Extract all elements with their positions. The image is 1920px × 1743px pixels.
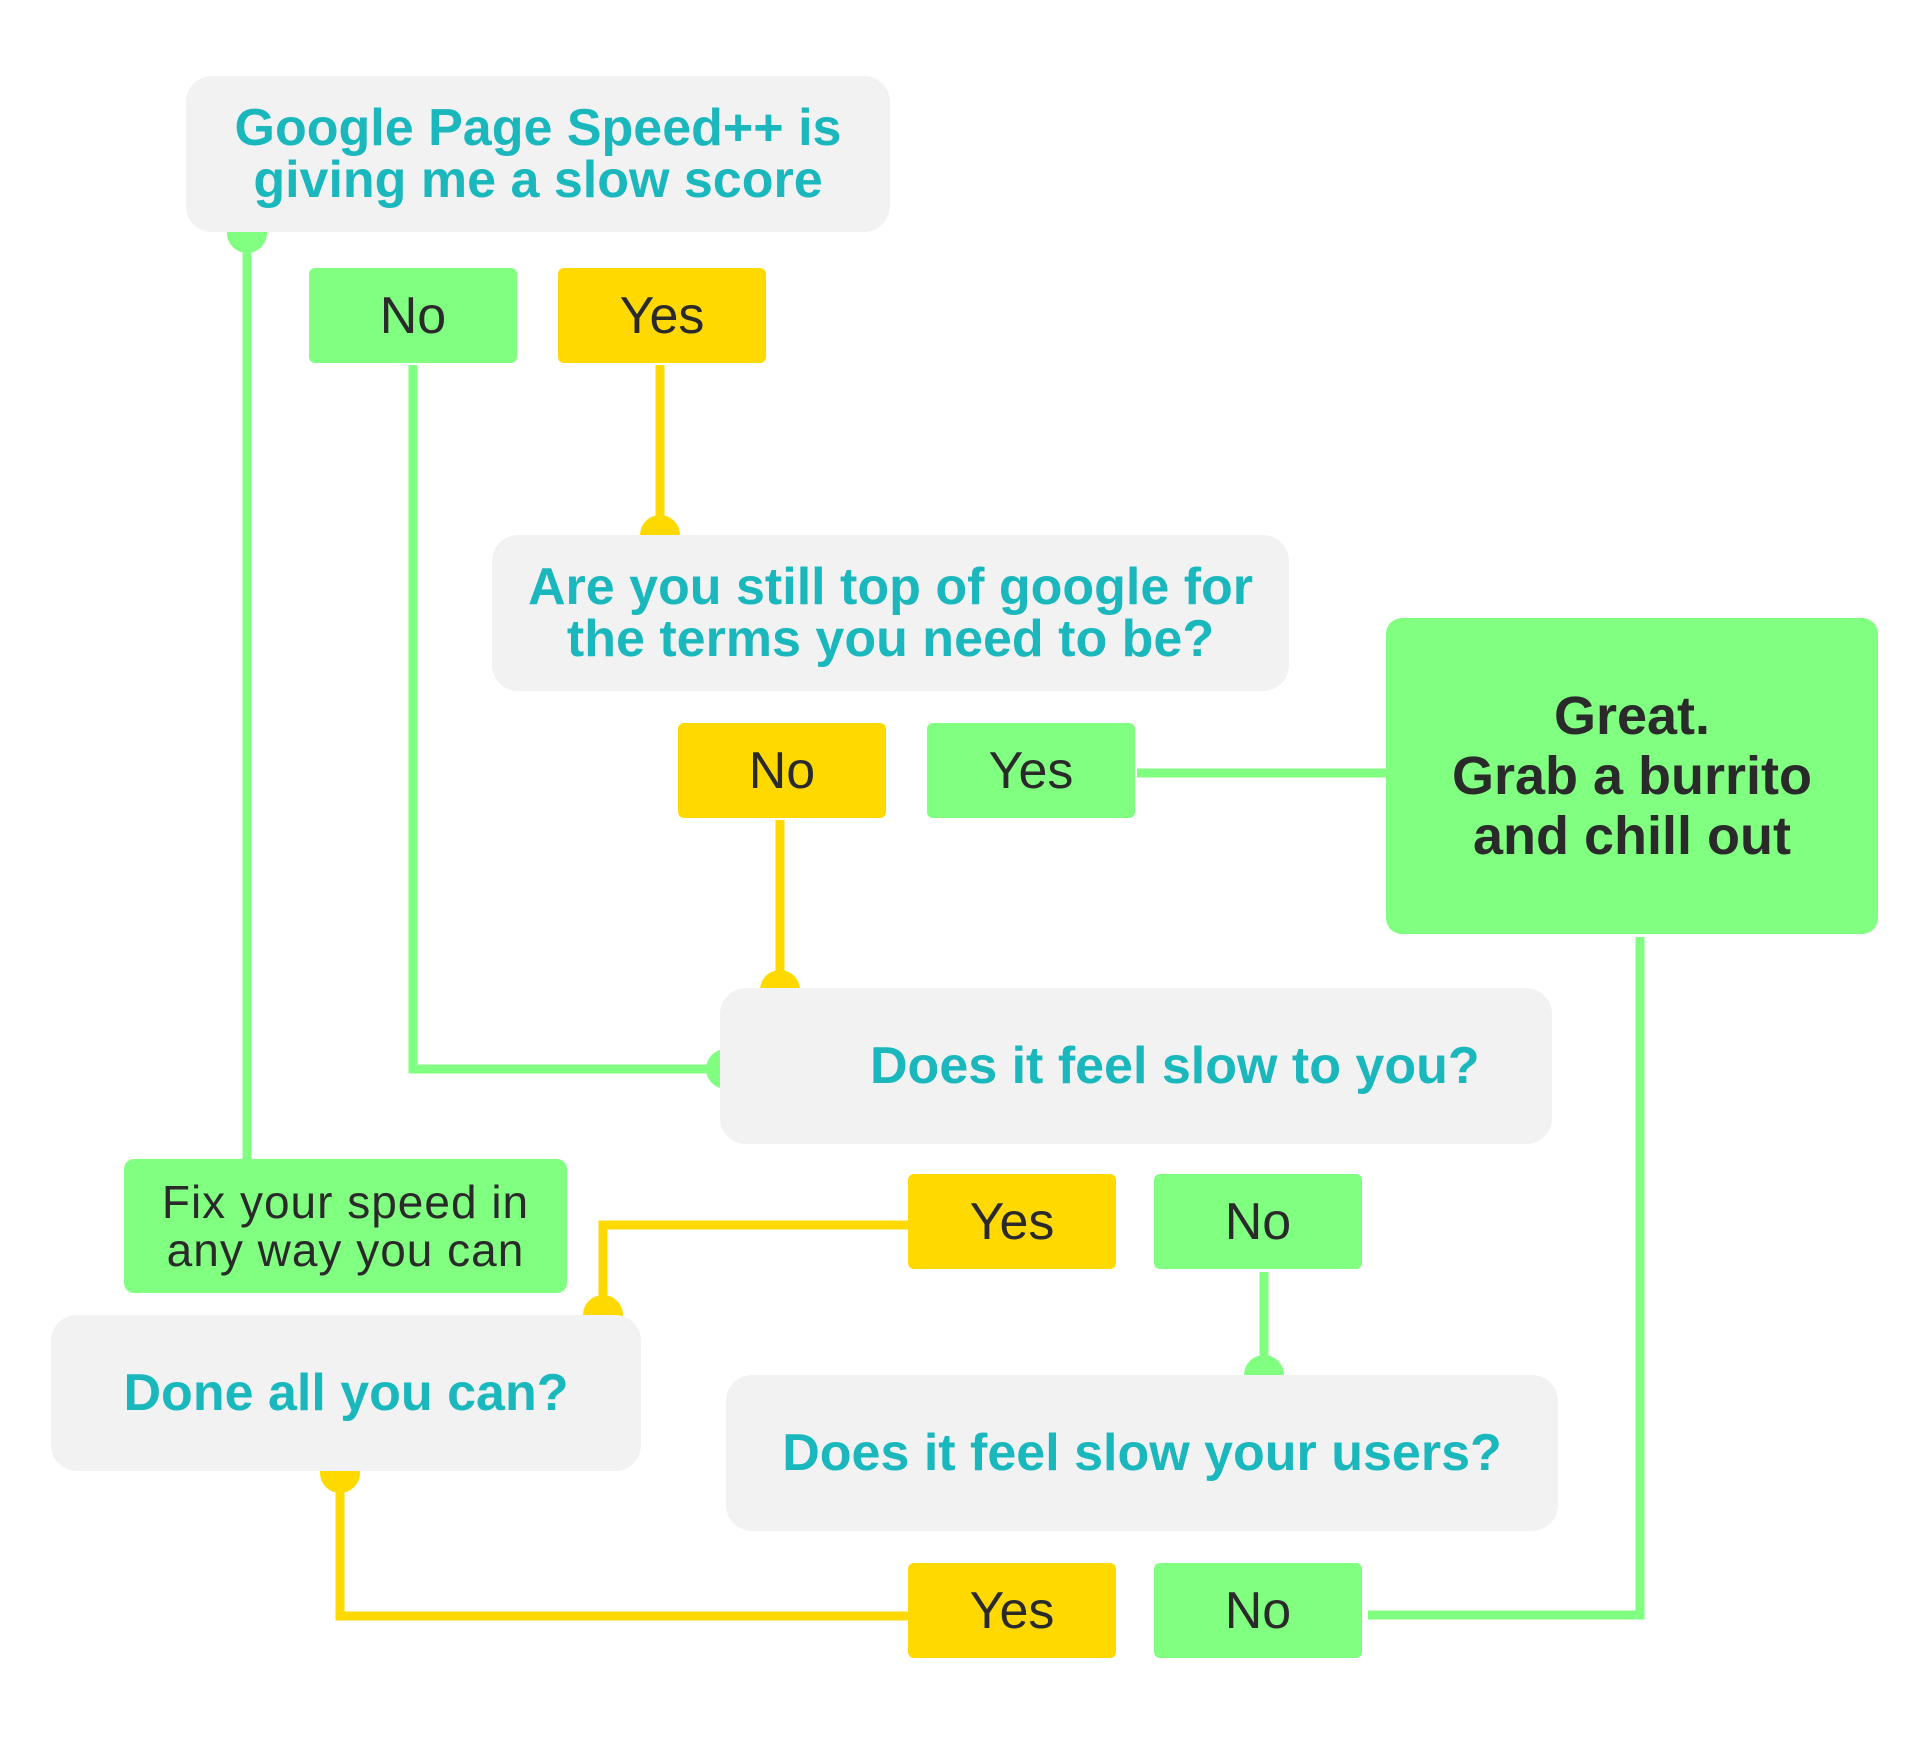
answer-pagespeed-no: No — [309, 268, 517, 363]
connector-done-to-users-yes — [335, 1475, 914, 1621]
result-line: any way you can — [166, 1224, 525, 1276]
answer-users-yes: Yes — [908, 1563, 1116, 1658]
question-done-all-you-can: Done all you can? — [51, 1315, 641, 1471]
answer-google-yes: Yes — [927, 723, 1135, 818]
question-line: Does it feel slow your users? — [782, 1424, 1502, 1482]
question-line: Done all you can? — [123, 1364, 569, 1422]
question-top-of-google: Are you still top of google for the term… — [492, 535, 1289, 691]
answer-google-no: No — [678, 723, 886, 818]
connector-burrito-to-users-no — [1368, 937, 1645, 1620]
question-line: giving me a slow score — [253, 151, 823, 209]
question-pagespeed-slow-score: Google Page Speed++ is giving me a slow … — [186, 76, 890, 232]
answer-pagespeed-yes: Yes — [558, 268, 766, 363]
question-feel-slow-to-you: Does it feel slow to you? — [720, 988, 1552, 1144]
result-line: and chill out — [1472, 806, 1791, 866]
answer-feel-you-no: No — [1154, 1174, 1362, 1269]
result-line: Grab a burrito — [1451, 746, 1813, 806]
question-line: Google Page Speed++ is — [234, 99, 842, 157]
connector-feel-you-yes-to-done — [598, 1220, 914, 1315]
question-feel-slow-your-users: Does it feel slow your users? — [726, 1375, 1558, 1531]
result-grab-a-burrito: Great. Grab a burrito and chill out — [1386, 618, 1878, 934]
answer-users-no: No — [1154, 1563, 1362, 1658]
question-line: the terms you need to be? — [566, 610, 1215, 668]
result-line: Fix your speed in — [161, 1176, 530, 1228]
connector-pagespeed-no-to-feel-slow — [408, 365, 726, 1074]
question-line: Does it feel slow to you? — [870, 1037, 1480, 1095]
answer-feel-you-yes: Yes — [908, 1174, 1116, 1269]
question-line: Are you still top of google for — [527, 558, 1254, 616]
result-fix-your-speed: Fix your speed in any way you can — [124, 1159, 567, 1293]
result-line: Great. — [1553, 686, 1711, 746]
